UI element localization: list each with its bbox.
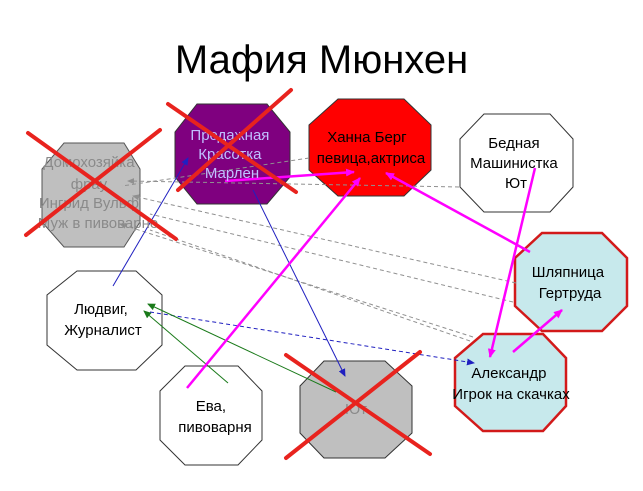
label-line: Игрок на скачках [452,386,570,403]
dashed-line [149,229,471,342]
cross-housewife [24,128,178,241]
node-typist-label: Бедная Машинистка Ют [470,135,562,192]
label-line: Журналист [64,322,142,339]
magenta-arrow [487,167,537,358]
label-line: Марлен [205,165,259,182]
label-line: Александр [471,365,546,382]
cross-prostitute [166,88,298,194]
green-arrow [143,310,229,384]
page-title: Мафия Мюнхен [174,38,469,82]
node-hanna [308,98,432,197]
node-hanna-label: Ханна Берг певица,актриса [317,129,426,167]
node-hatmaker [513,231,629,333]
node-alexander [453,332,568,433]
magenta-arrow [385,171,531,254]
node-alexander-label: Александр Игрок на скачках [452,365,570,403]
dashed-line [132,194,517,284]
magenta-connectors [186,167,563,389]
node-eva-label: Ева, пивоварня [178,398,252,436]
label-line: Машинистка [470,155,558,172]
label-line: Людвиг, [74,301,128,318]
magenta-arrow [186,177,361,389]
label-line: Ева, [196,398,226,415]
label-line: пивоварня [178,419,252,436]
label-line: Муж в пивоварне [38,215,158,232]
node-typist [459,113,574,213]
label-line: Ют [505,175,527,192]
node-hatmaker-label: Шляпница Гертруда [532,264,609,302]
dashed-line [127,178,460,188]
cross-yut [284,350,432,460]
dashed-line [121,157,310,187]
blue-dashed-arrow [149,311,475,366]
label-line: Шляпница [532,264,605,281]
label-line: Бедная [488,135,539,152]
node-ludwig-label: Людвиг, Журналист [64,301,142,339]
green-connectors [143,303,337,393]
green-arrow [147,303,337,393]
label-line: Ханна Берг [327,129,407,146]
dashed-line [149,213,514,303]
magenta-arrow [224,168,355,183]
blue-arrow [252,189,346,377]
node-ludwig [46,270,163,371]
magenta-arrow [512,309,563,353]
node-eva [159,365,263,466]
dashed-connectors [119,157,517,342]
label-line: Гертруда [539,285,602,302]
label-line: певица,актриса [317,150,426,167]
